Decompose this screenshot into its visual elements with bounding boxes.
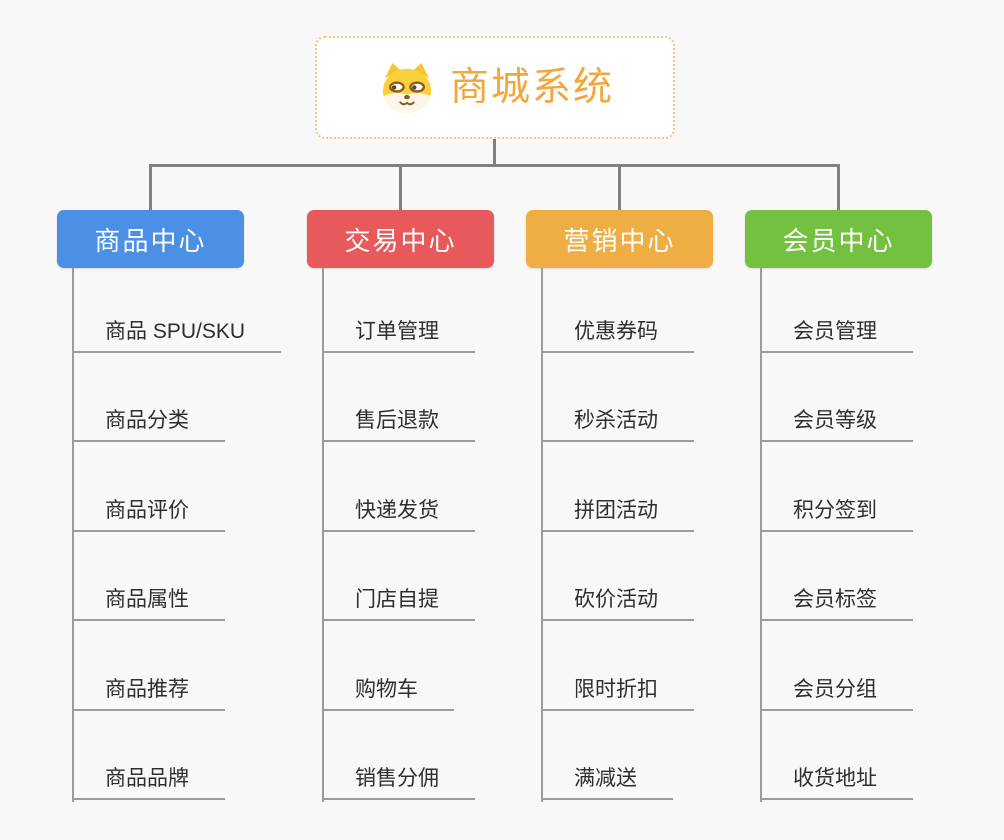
child-topic[interactable]: 收货地址 — [760, 768, 913, 800]
connector-drop-marketing-center — [618, 164, 621, 211]
child-topic[interactable]: 商品 SPU/SKU — [72, 321, 282, 353]
child-row: 销售分佣 — [322, 711, 562, 800]
child-topic[interactable]: 会员管理 — [760, 321, 913, 353]
child-topic[interactable]: 优惠券码 — [541, 321, 694, 353]
child-row: 售后退款 — [322, 353, 562, 443]
connector-drop-trade-center — [399, 164, 402, 211]
branch-node-member-center[interactable]: 会员中心 — [745, 210, 932, 268]
children-product-center: 商品 SPU/SKU 商品分类 商品评价 商品属性 商品推荐 商品品牌 — [72, 268, 312, 802]
child-topic[interactable]: 商品分类 — [72, 410, 225, 443]
child-row: 商品分类 — [72, 353, 312, 443]
child-topic[interactable]: 商品评价 — [72, 500, 225, 532]
child-row: 订单管理 — [322, 268, 562, 353]
child-topic[interactable]: 商品推荐 — [72, 679, 225, 711]
child-topic[interactable]: 会员分组 — [760, 679, 913, 711]
root-title: 商城系统 — [449, 66, 614, 109]
children-member-center: 会员管理 会员等级 积分签到 会员标签 会员分组 收货地址 — [760, 268, 1000, 802]
child-row: 砍价活动 — [541, 532, 781, 622]
child-row: 收货地址 — [760, 711, 1000, 800]
child-topic[interactable]: 门店自提 — [322, 589, 475, 622]
child-topic[interactable]: 拼团活动 — [541, 500, 694, 532]
child-row: 会员分组 — [760, 621, 1000, 711]
shiba-dog-icon — [382, 62, 432, 113]
child-row: 限时折扣 — [541, 621, 781, 711]
connector-horizontal-rail — [149, 164, 840, 167]
child-topic[interactable]: 限时折扣 — [541, 679, 694, 711]
children-trade-center: 订单管理 售后退款 快递发货 门店自提 购物车 销售分佣 — [322, 268, 562, 802]
child-row: 商品 SPU/SKU — [72, 268, 312, 353]
child-row: 商品品牌 — [72, 711, 312, 800]
branch-node-product-center[interactable]: 商品中心 — [57, 210, 244, 268]
connector-root-drop — [493, 139, 496, 167]
child-row: 拼团活动 — [541, 442, 781, 532]
branch-node-trade-center[interactable]: 交易中心 — [307, 210, 494, 268]
child-topic[interactable]: 售后退款 — [322, 410, 475, 443]
child-topic[interactable]: 商品属性 — [72, 589, 225, 622]
child-row: 会员管理 — [760, 268, 1000, 353]
child-topic[interactable]: 满减送 — [541, 768, 673, 800]
connector-drop-member-center — [837, 164, 840, 211]
child-topic[interactable]: 会员等级 — [760, 410, 913, 443]
child-row: 会员标签 — [760, 532, 1000, 622]
connector-drop-product-center — [149, 164, 152, 211]
child-topic[interactable]: 砍价活动 — [541, 589, 694, 622]
child-row: 商品属性 — [72, 532, 312, 622]
child-topic[interactable]: 销售分佣 — [322, 768, 475, 800]
child-row: 门店自提 — [322, 532, 562, 622]
child-topic[interactable]: 购物车 — [322, 679, 454, 711]
child-row: 满减送 — [541, 711, 781, 800]
child-row: 商品推荐 — [72, 621, 312, 711]
child-row: 会员等级 — [760, 353, 1000, 443]
root-node-mall-system[interactable]: 商城系统 — [315, 36, 675, 139]
branch-node-marketing-center[interactable]: 营销中心 — [526, 210, 713, 268]
child-topic[interactable]: 会员标签 — [760, 589, 913, 622]
child-row: 商品评价 — [72, 442, 312, 532]
child-row: 购物车 — [322, 621, 562, 711]
child-topic[interactable]: 快递发货 — [322, 500, 475, 532]
children-marketing-center: 优惠券码 秒杀活动 拼团活动 砍价活动 限时折扣 满减送 — [541, 268, 781, 802]
child-row: 秒杀活动 — [541, 353, 781, 443]
child-row: 快递发货 — [322, 442, 562, 532]
child-row: 优惠券码 — [541, 268, 781, 353]
child-topic[interactable]: 订单管理 — [322, 321, 475, 353]
child-topic[interactable]: 秒杀活动 — [541, 410, 694, 443]
child-topic[interactable]: 商品品牌 — [72, 768, 225, 800]
child-topic[interactable]: 积分签到 — [760, 500, 913, 532]
child-row: 积分签到 — [760, 442, 1000, 532]
